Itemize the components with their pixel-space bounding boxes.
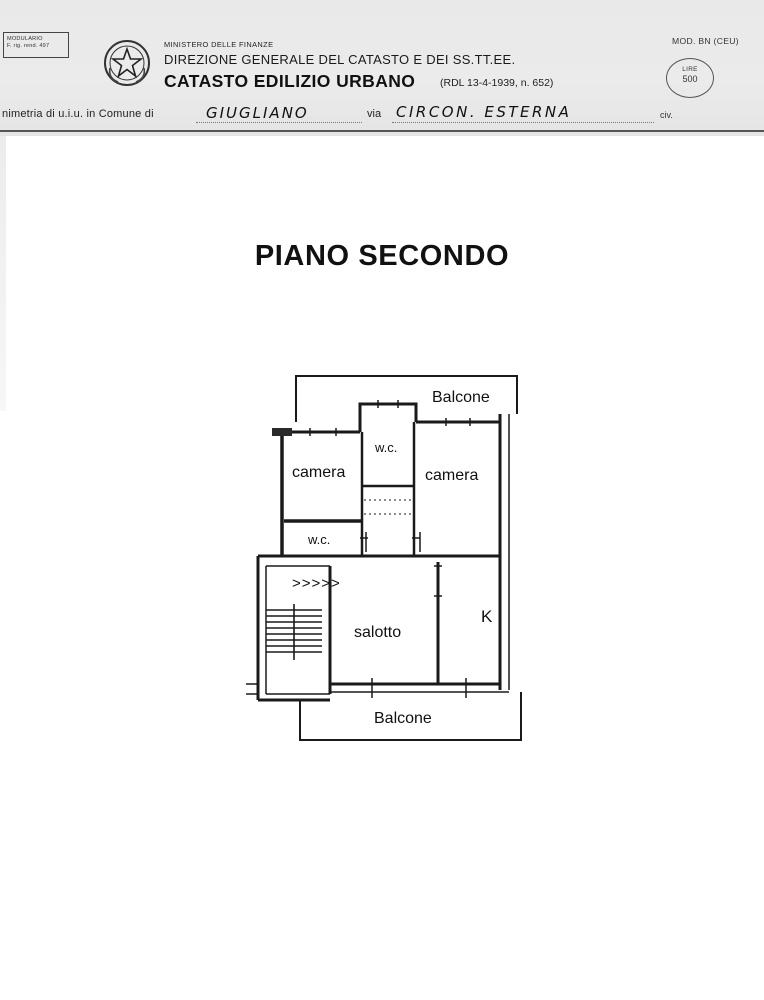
republic-emblem-icon bbox=[104, 40, 150, 86]
scan-edge bbox=[0, 136, 6, 411]
bottom-balcony-outline bbox=[299, 692, 522, 741]
south-window-ticks bbox=[371, 678, 467, 698]
catasto-title: CATASTO EDILIZIO URBANO bbox=[164, 71, 416, 91]
stamp-currency: LIRE bbox=[682, 66, 698, 73]
label-balcone-bottom: Balcone bbox=[374, 710, 432, 727]
left-wall-block bbox=[272, 428, 292, 436]
top-balcony-outline bbox=[295, 375, 518, 422]
label-wc-top: w.c. bbox=[374, 440, 397, 455]
via-handwritten: CIRCON. ESTERNA bbox=[396, 103, 572, 121]
via-label: via bbox=[367, 108, 382, 120]
ministry-name: MINISTERO DELLE FINANZE bbox=[164, 40, 274, 49]
kitchen-door-ticks bbox=[434, 565, 442, 597]
cadastral-header: MODULARIO F. rig. rend. 497 MINISTERO DE… bbox=[0, 0, 764, 136]
planimetria-label: nimetria di u.i.u. in Comune di bbox=[2, 108, 154, 120]
modulario-box: MODULARIO F. rig. rend. 497 bbox=[3, 32, 69, 58]
rdl-reference: (RDL 13-4-1939, n. 652) bbox=[440, 77, 554, 89]
modulario-line-1: MODULARIO bbox=[7, 36, 43, 42]
corridor-dashes bbox=[364, 499, 412, 515]
label-wc-left: w.c. bbox=[307, 532, 330, 547]
via-dotted-line bbox=[392, 122, 654, 123]
entrance-arrows: >>>>> bbox=[292, 575, 341, 592]
door-ticks bbox=[360, 532, 421, 552]
modulario-line-2: F. rig. rend. 497 bbox=[7, 43, 50, 49]
floor-title: PIANO SECONDO bbox=[254, 240, 510, 272]
direzione-name: DIREZIONE GENERALE DEL CATASTO E DEI SS.… bbox=[164, 52, 516, 67]
wc-window-ticks bbox=[377, 400, 399, 408]
revenue-stamp: LIRE 500 bbox=[666, 58, 714, 98]
label-balcone-top: Balcone bbox=[432, 389, 490, 406]
north-window-ticks bbox=[309, 418, 471, 436]
stamp-value: 500 bbox=[682, 74, 698, 84]
label-kitchen: K bbox=[481, 607, 493, 626]
civ-label: civ. bbox=[660, 110, 673, 120]
mod-code: MOD. BN (CEU) bbox=[672, 36, 739, 46]
stair-stub bbox=[246, 683, 258, 695]
label-camera-left: camera bbox=[292, 464, 345, 481]
wc-top-walls bbox=[358, 402, 418, 432]
header-rule bbox=[0, 130, 764, 132]
label-camera-right: camera bbox=[425, 467, 478, 484]
label-salotto: salotto bbox=[354, 624, 401, 641]
comune-handwritten: GIUGLIANO bbox=[206, 104, 309, 122]
comune-dotted-line bbox=[196, 122, 362, 123]
